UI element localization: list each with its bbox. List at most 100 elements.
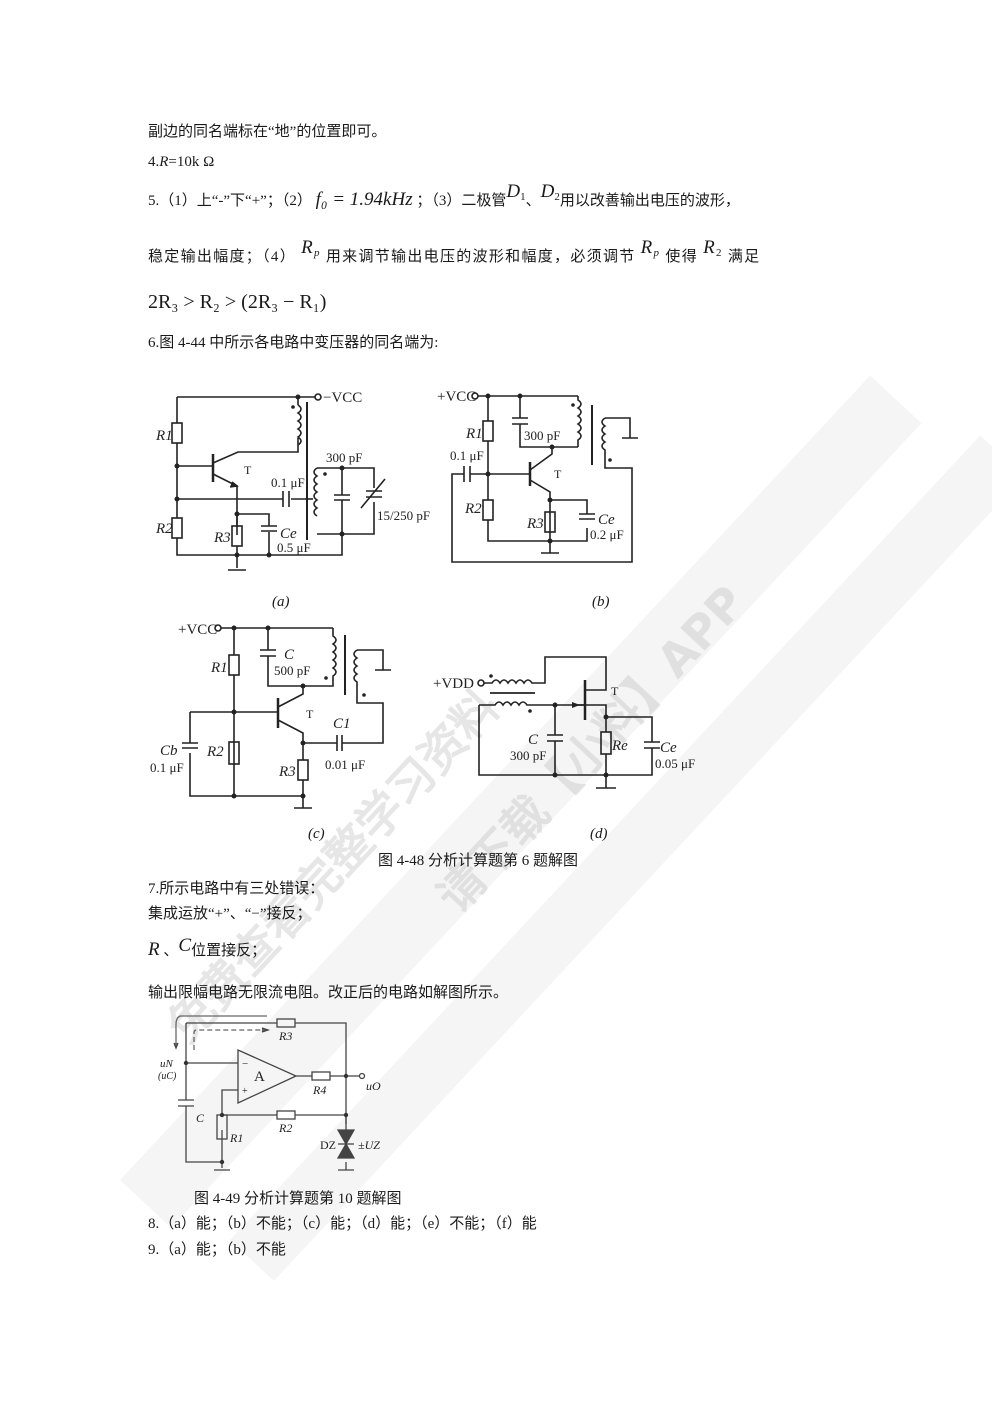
rp-sub-2: p <box>653 247 661 259</box>
figure-4-49: R3 uN (uC) − + A R4 uO C R2 R1 DZ ±UZ <box>158 1015 381 1171</box>
subfigure-label-d: (d) <box>590 826 608 842</box>
circuit-c <box>182 624 391 809</box>
label-c-c1-value: 0.01 μF <box>325 757 365 772</box>
answer-number: 4. <box>148 154 160 170</box>
label-a-t: T <box>244 463 252 477</box>
answer-5-part-3: 用以改善输出电压的波形， <box>559 193 740 209</box>
r2-sub: 2 <box>715 247 723 259</box>
answer-5-part-1: 5.（1）上“-”下“+”；（2） <box>148 193 312 209</box>
label-c: C <box>196 1111 205 1125</box>
label-b-r1: R1 <box>465 426 483 442</box>
label-a-supply: −VCC <box>323 390 362 406</box>
label-c-r2: R2 <box>206 744 224 760</box>
label-c-cb-value: 0.1 μF <box>150 760 184 775</box>
label-dz: DZ <box>320 1138 336 1152</box>
label-a-ce: Ce <box>280 526 297 542</box>
label-a-cvar: 15/250 pF <box>377 508 430 523</box>
label-b-ce-value: 0.2 μF <box>590 527 624 542</box>
label-d-t: T <box>611 684 619 698</box>
figure-4-48: −VCC R1 T 0.1 μF 300 pF 15/250 pF R2 R3 … <box>150 389 695 809</box>
label-d-ce: Ce <box>660 740 677 756</box>
subfigure-label-c: (c) <box>308 826 325 842</box>
variable-r: R <box>148 939 160 960</box>
resistance-value: =10k Ω <box>168 154 215 170</box>
diode-d2: D <box>540 181 555 202</box>
paragraph-answer-4: 4.R=10k Ω <box>148 152 214 172</box>
answer-5-part-4: 稳定输出幅度；（4） <box>148 249 297 265</box>
diode-d1-sub: 1 <box>520 191 526 203</box>
label-d-re: Re <box>611 738 628 754</box>
separator: 、 <box>163 943 179 959</box>
label-r1: R1 <box>229 1131 243 1145</box>
label-a-r2: R2 <box>155 521 173 537</box>
paragraph-answer-8: 8.（a）能；（b）不能；（c）能；（d）能；（e）不能；（f）能 <box>148 1216 537 1232</box>
label-a-ctank: 300 pF <box>326 450 362 465</box>
inequality-formula: 2R₃ > R₂ > (2R₃ − R₁) <box>148 291 327 313</box>
potentiometer-rp: R <box>301 237 314 258</box>
rp-sub: p <box>313 247 321 259</box>
potentiometer-rp-2: R <box>640 237 654 258</box>
diode-d2-sub: 2 <box>554 191 560 203</box>
label-c-r1: R1 <box>210 660 228 676</box>
label-b-r3: R3 <box>526 516 544 532</box>
label-d-supply: +VDD <box>433 676 474 692</box>
label-c-c-value: 500 pF <box>274 663 310 678</box>
label-r3: R3 <box>278 1029 292 1043</box>
paragraph-error-1: 集成运放“+”、“−”接反； <box>148 906 312 922</box>
label-b-ce: Ce <box>598 512 615 528</box>
label-c-r3: R3 <box>278 764 296 780</box>
separator: 、 <box>525 193 541 209</box>
subfigure-label-a: (a) <box>272 594 290 610</box>
circuit-a <box>171 393 386 571</box>
paragraph-answer-5-cont: 稳定输出幅度；（4） Rp 用来调节输出电压的波形和幅度，必须调节 Rp 使得 … <box>148 238 761 271</box>
label-d-c: C <box>528 732 539 748</box>
variable-r: R <box>159 154 169 170</box>
circuit-b <box>451 392 638 563</box>
label-b-ctank: 300 pF <box>524 428 560 443</box>
label-r4: R4 <box>312 1083 326 1097</box>
answer-5-part-7: 满足 <box>727 249 761 265</box>
label-a-r3: R3 <box>213 530 231 546</box>
label-a-cc: 0.1 μF <box>271 475 305 490</box>
label-un: uN <box>160 1058 174 1070</box>
label-uo: uO <box>366 1079 381 1093</box>
diode-d1: D <box>506 181 521 202</box>
circuit-d <box>477 656 660 789</box>
label-b-r2: R2 <box>464 501 482 517</box>
label-b-t: T <box>554 467 562 481</box>
label-a-ce-value: 0.5 μF <box>277 540 311 555</box>
resistor-r2: R <box>703 237 716 258</box>
answer-5-part-6: 使得 <box>665 249 699 265</box>
label-c-cb: Cb <box>160 743 178 759</box>
paragraph-answer-9: 9.（a）能；（b）不能 <box>148 1242 286 1258</box>
label-c-c1: C1 <box>333 716 351 732</box>
paragraph-error-2: R 、C位置接反； <box>148 936 267 961</box>
label-plus: + <box>242 1086 248 1097</box>
label-a-r1: R1 <box>155 428 173 444</box>
paragraph-answer-7: 7.所示电路中有三处错误： <box>148 881 325 897</box>
paragraph-answer-6: 6.图 4-44 中所示各电路中变压器的同名端为: <box>148 335 439 351</box>
answer-5-part-5: 用来调节输出电压的波形和幅度，必须调节 <box>325 249 636 265</box>
label-b-cc: 0.1 μF <box>450 448 484 463</box>
paragraph-1: 副边的同名端标在“地”的位置即可。 <box>148 124 387 140</box>
label-minus: − <box>242 1058 248 1070</box>
answer-5-part-2: ；（3）二极管 <box>416 193 507 209</box>
label-b-supply: +VCC <box>437 389 476 405</box>
subfigure-label-b: (b) <box>592 594 610 610</box>
label-r2: R2 <box>278 1121 292 1135</box>
error-2-text: 位置接反； <box>191 943 267 959</box>
label-uz: ±UZ <box>358 1138 380 1152</box>
label-opamp-a: A <box>254 1069 265 1085</box>
label-c-c: C <box>284 647 295 663</box>
label-d-ce-value: 0.05 μF <box>655 756 695 771</box>
label-uc: (uC) <box>158 1071 177 1082</box>
frequency-formula: f₀ = 1.94kHz <box>315 189 413 210</box>
paragraph-answer-5: 5.（1）上“-”下“+”；（2） f₀ = 1.94kHz ；（3）二极管D1… <box>148 182 740 215</box>
variable-c: C <box>178 935 192 956</box>
label-c-supply: +VCC <box>178 622 217 638</box>
paragraph-error-3: 输出限幅电路无限流电阻。改正后的电路如解图所示。 <box>148 985 509 1001</box>
figure-4-48-caption: 图 4-48 分析计算题第 6 题解图 <box>378 853 578 869</box>
figure-4-49-caption: 图 4-49 分析计算题第 10 题解图 <box>194 1191 402 1207</box>
label-d-c-value: 300 pF <box>510 748 546 763</box>
